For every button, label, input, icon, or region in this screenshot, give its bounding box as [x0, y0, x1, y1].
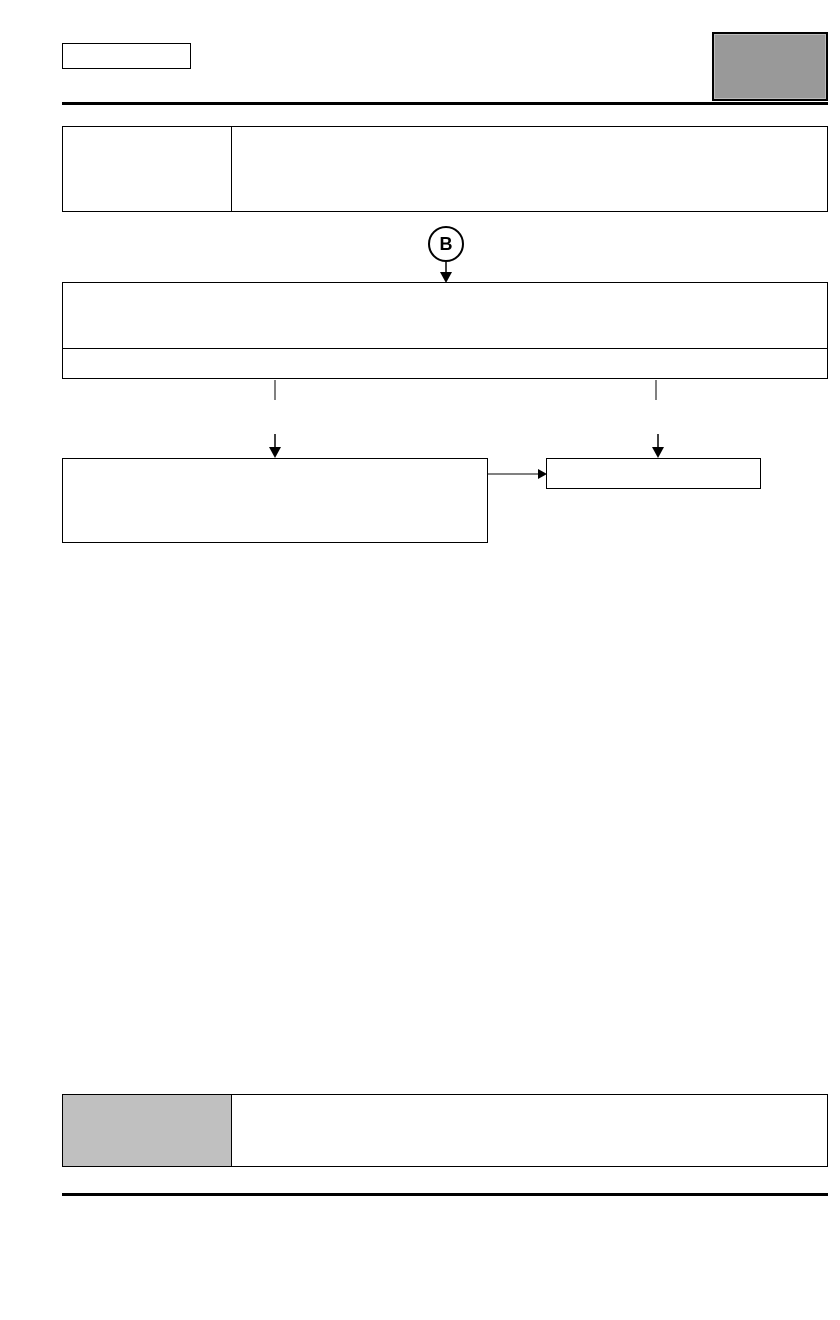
top-panel: [62, 126, 828, 212]
left-action-box: [62, 458, 488, 543]
arrowhead-left-branch: [269, 447, 281, 458]
footer-rule: [62, 1193, 828, 1196]
arrowhead-left-to-right: [538, 469, 547, 479]
top-panel-left-cell: [63, 127, 232, 211]
connector-label: B: [439, 233, 453, 254]
header-rule: [62, 102, 828, 105]
header-label-box: [62, 43, 191, 69]
connector-b: B: [428, 226, 464, 262]
footer-panel-left-cell: [63, 1095, 232, 1166]
footer-panel-right-cell: [232, 1095, 827, 1166]
arrowhead-right-branch: [652, 447, 664, 458]
right-action-box: [546, 458, 761, 489]
footer-panel: [62, 1094, 828, 1167]
main-condition-box: [62, 282, 828, 349]
arrowhead-b-to-main: [440, 272, 452, 283]
result-bar: [62, 348, 828, 379]
section-tab: [712, 32, 828, 101]
